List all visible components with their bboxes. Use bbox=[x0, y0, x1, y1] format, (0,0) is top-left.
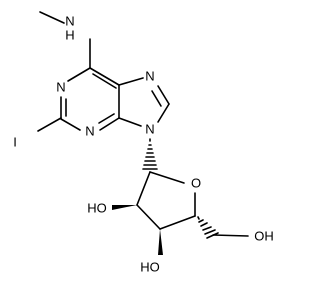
bond-c1p-o4p bbox=[149, 171, 185, 184]
bond-n7-c8-double bbox=[151, 90, 162, 107]
bond-c8-n9 bbox=[157, 103, 170, 123]
label-oh-5prime: OH bbox=[254, 229, 274, 244]
bond-ch2-oh bbox=[212, 234, 249, 237]
label-n1: N bbox=[56, 80, 65, 95]
label-n9: N bbox=[145, 122, 154, 137]
bond-c6-c5-double bbox=[92, 73, 117, 89]
bond-c5-n7 bbox=[118, 77, 144, 86]
bond-c2-i bbox=[37, 117, 62, 132]
label-methylamino-h: H bbox=[65, 28, 74, 43]
bond-c2p-c3p bbox=[136, 204, 161, 230]
label-ho-3prime: HO bbox=[140, 260, 160, 275]
label-ho-2prime: HO bbox=[87, 201, 107, 216]
bond-c6-c5 bbox=[89, 67, 120, 86]
bond-c4-n3 bbox=[99, 117, 120, 131]
bond-c1p-c2p bbox=[136, 171, 151, 206]
wedge-c3p-oh bbox=[158, 229, 163, 255]
label-n7: N bbox=[145, 69, 154, 84]
glycosidic-hashed-bond bbox=[142, 138, 158, 170]
bond-c4-n3-double bbox=[98, 113, 115, 124]
bond-n9-c4 bbox=[118, 117, 142, 127]
bond-c3p-c4p bbox=[159, 215, 196, 230]
label-iodine: I bbox=[13, 135, 17, 150]
label-ring-oxygen: O bbox=[191, 176, 201, 191]
bond-methyl-n bbox=[39, 11, 65, 24]
label-n3: N bbox=[85, 124, 94, 139]
bond-n3-c2 bbox=[60, 118, 81, 131]
bond-c6-n1 bbox=[67, 67, 91, 82]
structure-diagram: N H N N N N I O HO HO OH bbox=[13, 11, 274, 275]
bond-n7-c8 bbox=[157, 85, 170, 105]
label-methylamino-n: N bbox=[65, 14, 74, 29]
wedge-c2p-oh bbox=[112, 205, 137, 210]
